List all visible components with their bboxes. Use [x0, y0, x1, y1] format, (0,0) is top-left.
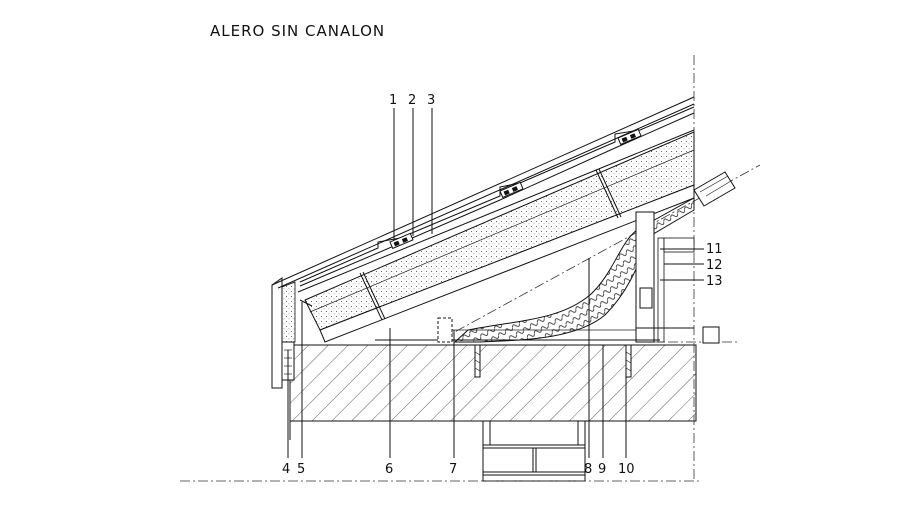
anchor-bolts: [474, 344, 632, 378]
fascia-board: [271, 277, 296, 440]
insulation-blanket: [453, 197, 695, 343]
callout-4: 4: [282, 462, 290, 477]
callout-5: 5: [297, 462, 305, 477]
callout-10: 10: [618, 462, 635, 477]
callout-2: 2: [408, 93, 416, 108]
tile-battens: [389, 128, 642, 250]
reference-lines: [180, 55, 761, 482]
callout-9: 9: [598, 462, 606, 477]
leader-lines: [287, 108, 704, 458]
callout-11: 11: [706, 242, 723, 257]
edge-profile: [702, 326, 720, 344]
drawing-title: ALERO SIN CANALON: [210, 22, 385, 40]
callout-labels: 1 2 3 4 5 6 7 8 9 10 11 12 13: [282, 93, 723, 477]
callout-13: 13: [706, 274, 723, 289]
callout-7: 7: [449, 462, 457, 477]
brick-wall: [482, 420, 586, 482]
rafter-end: [693, 171, 736, 207]
callout-3: 3: [427, 93, 435, 108]
callout-1: 1: [389, 93, 397, 108]
fasteners: [299, 168, 622, 321]
base-plate: [375, 317, 660, 346]
concrete-slab: [289, 344, 697, 422]
callout-8: 8: [584, 462, 592, 477]
callout-12: 12: [706, 258, 723, 273]
wall-framing: [635, 211, 695, 343]
callout-6: 6: [385, 462, 393, 477]
